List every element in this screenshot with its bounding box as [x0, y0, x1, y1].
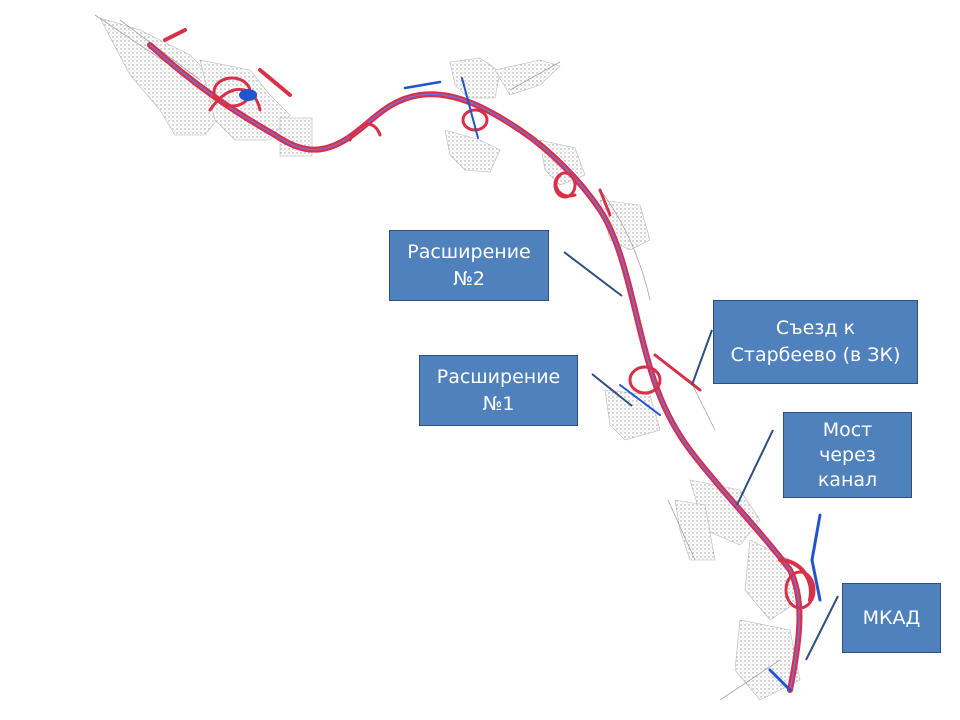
callout-bridge-line1: Мост	[822, 418, 873, 441]
callout-expansion-1-line2: №1	[482, 392, 515, 415]
callout-bridge-line2: через	[819, 443, 876, 466]
leader-expansion-2	[563, 251, 623, 297]
callout-bridge-line3: канал	[817, 468, 878, 491]
callout-expansion-2: Расширение №2	[389, 230, 549, 301]
leader-bridge	[736, 429, 774, 506]
callout-mkad-line1: МКАД	[862, 606, 921, 629]
callout-exit-starbeevo: Съезд к Старбеево (в ЗК)	[713, 300, 918, 384]
callout-expansion-1-line1: Расширение	[436, 365, 561, 388]
leader-exit-starbeevo	[691, 329, 713, 386]
callout-bridge: Мост через канал	[783, 412, 912, 498]
blue-alignments	[239, 77, 822, 692]
callout-expansion-1: Расширение №1	[419, 355, 578, 426]
callout-exit-starbeevo-line1: Съезд к	[775, 317, 856, 339]
leader-lines	[563, 251, 839, 661]
leader-mkad	[805, 595, 839, 661]
callout-mkad: МКАД	[842, 583, 941, 653]
leader-expansion-1	[591, 373, 633, 407]
callout-expansion-2-line1: Расширение	[407, 240, 531, 263]
callout-expansion-2-line2: №2	[453, 267, 485, 290]
callout-exit-starbeevo-line2: Старбеево (в ЗК)	[730, 344, 901, 366]
